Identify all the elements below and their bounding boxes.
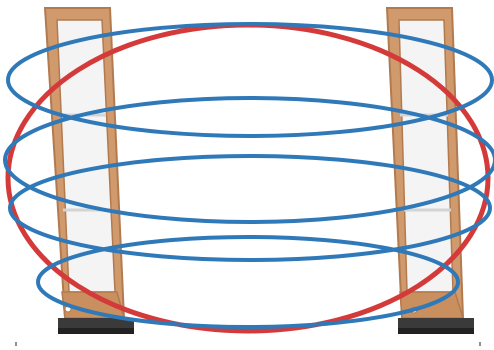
- pillar-left-base-shadow: [58, 328, 134, 334]
- pillar-right-base-shadow: [398, 328, 474, 334]
- pillar-right-base: [398, 318, 474, 328]
